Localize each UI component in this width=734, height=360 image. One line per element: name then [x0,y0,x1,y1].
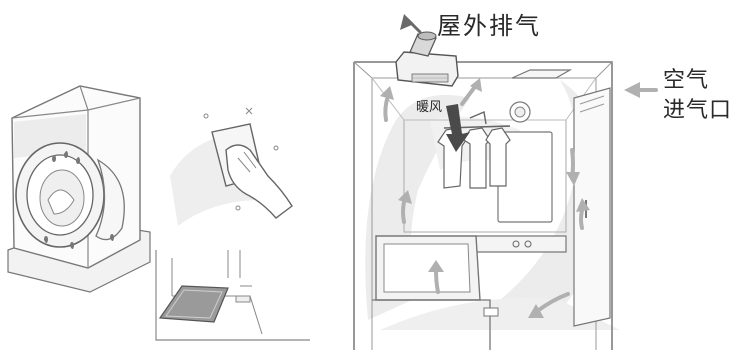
hanging-clothes-icon [437,127,511,189]
washing-machine-illustration [7,85,151,293]
bath-mat-illustration [155,250,310,341]
warm-air-arrow-icon [446,104,470,152]
air-intake-label: 空气 进气口 [663,66,732,126]
exhaust-label: 屋外排气 [437,12,541,40]
bathroom-illustration [353,14,658,350]
cloth-wipe-hand-illustration [170,107,293,226]
warm-air-label: 暖风 [416,100,443,115]
air-intake-label-line1: 空气 [663,68,710,93]
air-intake-label-line2: 进气口 [663,98,733,123]
exhaust-arrow-icon [400,14,414,30]
